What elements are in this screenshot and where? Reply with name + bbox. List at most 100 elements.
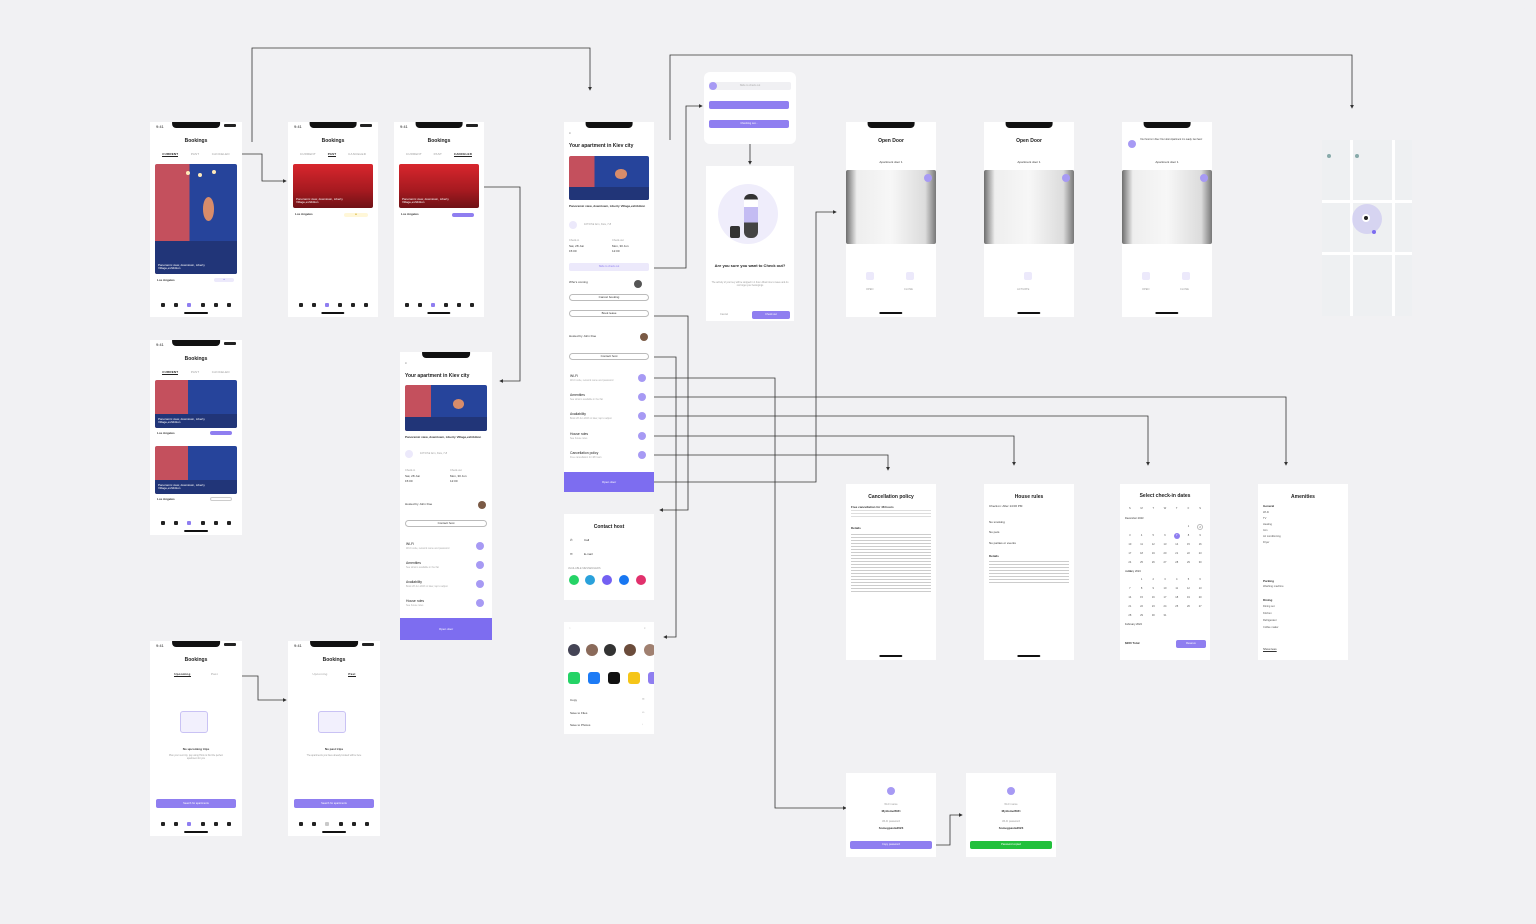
- menu-icon[interactable]: [227, 303, 232, 307]
- date-cell[interactable]: 4: [1175, 578, 1178, 581]
- unlock-icon[interactable]: [866, 272, 874, 280]
- date-cell[interactable]: 2: [1152, 578, 1154, 581]
- date-cell[interactable]: 28: [1128, 614, 1132, 617]
- activate-icon[interactable]: [1024, 272, 1032, 280]
- profile-icon[interactable]: [213, 521, 218, 525]
- contact-avatar[interactable]: [604, 644, 616, 656]
- date-cell[interactable]: 1: [1140, 578, 1143, 581]
- date-cell[interactable]: 17: [1128, 552, 1132, 555]
- listing-photo[interactable]: Panoramic view, downtown, Liberty Villag…: [155, 380, 237, 428]
- date-cell[interactable]: 11: [1140, 543, 1143, 546]
- key-icon[interactable]: [924, 174, 932, 182]
- menu-icon[interactable]: [227, 521, 232, 525]
- tab-canceled[interactable]: CANCELED: [348, 152, 367, 156]
- telegram-icon[interactable]: [585, 575, 595, 585]
- profile-icon[interactable]: [351, 822, 356, 826]
- apartment-photo[interactable]: [405, 385, 487, 431]
- menu-icon[interactable]: [365, 822, 370, 826]
- inbox-icon[interactable]: [200, 303, 205, 307]
- mail-app-icon[interactable]: [588, 672, 600, 684]
- listing-photo[interactable]: Panoramic view, downtown, Liberty Villag…: [293, 164, 373, 208]
- bookings-icon[interactable]: [187, 822, 192, 826]
- date-cell[interactable]: 19: [1186, 596, 1190, 599]
- tab-canceled[interactable]: CANCELED: [453, 152, 473, 157]
- viber-icon[interactable]: [602, 575, 612, 585]
- phone-icon[interactable]: ✆: [570, 538, 573, 542]
- date-cell[interactable]: 23: [1151, 605, 1155, 608]
- mail-icon[interactable]: ✉: [570, 552, 573, 556]
- heart-icon[interactable]: [173, 303, 178, 307]
- profile-icon[interactable]: [213, 822, 218, 826]
- password-copied-button[interactable]: Password copied: [970, 841, 1052, 849]
- date-cell[interactable]: 17: [1163, 596, 1167, 599]
- tab-past[interactable]: PAST: [190, 152, 200, 156]
- tab-past[interactable]: Past: [348, 672, 356, 677]
- map-pin-icon[interactable]: [1372, 230, 1376, 234]
- cancel-button[interactable]: Cancel: [720, 313, 729, 316]
- date-cell[interactable]: 1: [1187, 525, 1190, 528]
- inbox-icon[interactable]: [443, 303, 448, 307]
- bottom-nav[interactable]: [156, 519, 236, 527]
- slide-track-progress[interactable]: [709, 101, 789, 109]
- date-cell[interactable]: 6: [1199, 578, 1201, 581]
- date-cell[interactable]: 5: [1152, 534, 1154, 537]
- inbox-icon[interactable]: [200, 822, 205, 826]
- date-cell[interactable]: 3: [1164, 578, 1166, 581]
- copy-password-button[interactable]: Copy password: [850, 841, 932, 849]
- bookings-icon[interactable]: [325, 822, 330, 826]
- date-cell[interactable]: 8: [1140, 587, 1143, 590]
- home-icon[interactable]: [160, 822, 165, 826]
- lock-icon[interactable]: [1182, 272, 1190, 280]
- contact-avatar[interactable]: [568, 644, 580, 656]
- inbox-icon[interactable]: [200, 521, 205, 525]
- lock-icon[interactable]: [906, 272, 914, 280]
- copy-action[interactable]: Copy: [570, 698, 578, 702]
- date-cell[interactable]: 16: [1198, 543, 1202, 546]
- profile-icon[interactable]: [213, 303, 218, 307]
- contact-host-button[interactable]: Contact host: [569, 353, 649, 360]
- key-icon[interactable]: [1200, 174, 1208, 182]
- slide-track-done[interactable]: Checking out...: [709, 120, 789, 128]
- date-cell[interactable]: 12: [1186, 587, 1190, 590]
- tab-upcoming[interactable]: Upcoming: [312, 672, 328, 676]
- profile-icon[interactable]: [350, 303, 355, 307]
- date-cell[interactable]: 9: [1199, 534, 1201, 537]
- confirm-checkout-button[interactable]: Check out: [752, 311, 790, 319]
- heart-icon[interactable]: [311, 303, 316, 307]
- date-cell[interactable]: 9: [1152, 587, 1154, 590]
- bottom-nav[interactable]: [156, 301, 236, 309]
- date-cell[interactable]: 20: [1198, 596, 1202, 599]
- home-icon[interactable]: [298, 822, 303, 826]
- date-cell[interactable]: 10: [1128, 543, 1132, 546]
- date-cell[interactable]: 21: [1128, 605, 1132, 608]
- bottom-nav[interactable]: [156, 820, 236, 828]
- date-cell[interactable]: 25: [1175, 605, 1179, 608]
- date-cell[interactable]: 15: [1186, 543, 1190, 546]
- notes-app-icon[interactable]: [628, 672, 640, 684]
- inbox-icon[interactable]: [338, 822, 343, 826]
- date-cell[interactable]: 13: [1163, 543, 1167, 546]
- open-door-button[interactable]: Open door: [564, 472, 654, 492]
- tab-current[interactable]: CURRENT: [162, 370, 179, 375]
- date-cell[interactable]: 5: [1187, 578, 1190, 581]
- tab-past[interactable]: Past: [210, 672, 218, 676]
- date-cell[interactable]: 10: [1163, 587, 1167, 590]
- date-cell[interactable]: 4: [1140, 534, 1143, 537]
- date-cell[interactable]: 31: [1128, 570, 1132, 573]
- home-icon[interactable]: [298, 303, 303, 307]
- tab-current[interactable]: CURRENT: [162, 152, 179, 157]
- map-pin-icon[interactable]: [1355, 154, 1359, 158]
- date-cell[interactable]: 7: [1129, 587, 1131, 590]
- date-cell[interactable]: 23: [1198, 552, 1202, 555]
- more-app-icon[interactable]: [648, 672, 654, 684]
- date-cell[interactable]: 26: [1186, 605, 1190, 608]
- heart-icon[interactable]: [311, 822, 316, 826]
- whatsapp-icon[interactable]: [569, 575, 579, 585]
- messenger-icon[interactable]: [619, 575, 629, 585]
